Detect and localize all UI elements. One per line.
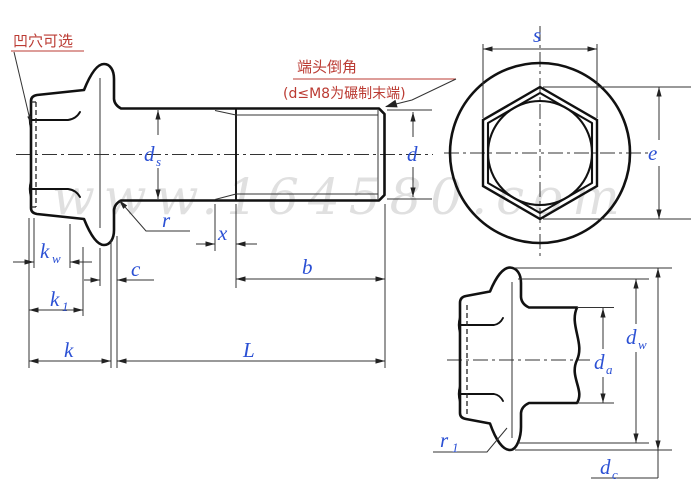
watermark-text: www.164580.com — [52, 168, 629, 226]
dim-label-kw-sub: w — [52, 251, 61, 266]
dim-L: L — [117, 338, 385, 364]
dim-label-e: e — [648, 141, 657, 165]
dim-label-ds-sub: s — [156, 154, 161, 169]
dim-da: d a — [594, 308, 613, 403]
dim-label-r1: r — [440, 428, 449, 452]
side-view-extension-lines — [28, 109, 432, 368]
dim-label-r1-sub: 1 — [452, 440, 459, 455]
dim-label-c: c — [131, 257, 141, 281]
dim-label-L: L — [242, 338, 255, 362]
dim-label-s: s — [533, 23, 541, 47]
flange-circle — [448, 61, 632, 245]
dim-x: x — [196, 221, 257, 247]
dim-r1: r 1 — [433, 427, 508, 455]
recess-leader-line — [13, 51, 32, 125]
dim-label-da: d — [594, 350, 605, 374]
dim-dc: d c — [591, 268, 661, 482]
dim-b: b — [236, 255, 385, 282]
dim-label-da-sub: a — [606, 362, 613, 377]
dim-c: c — [84, 257, 154, 283]
chamfer-annotation: 端头倒角 (d≤M8为碾制末端) — [283, 58, 457, 108]
dim-label-r: r — [162, 208, 171, 232]
dim-label-k1-sub: 1 — [62, 299, 69, 314]
end-view: s e — [444, 23, 691, 259]
hex-facet-lines — [30, 111, 81, 198]
end-view-extension-lines — [482, 44, 691, 220]
hexagon-chamfer — [486, 91, 594, 215]
dim-label-b: b — [302, 255, 313, 279]
dim-dw: d w — [626, 279, 647, 443]
hexagon-outer — [481, 85, 599, 221]
dim-k: k — [29, 338, 111, 364]
chamfer-note-line2: (d≤M8为碾制末端) — [283, 86, 406, 102]
detail-outline — [458, 266, 581, 452]
dim-label-dw-sub: w — [638, 337, 647, 352]
recess-annotation: 凹穴可选 — [11, 32, 84, 125]
dim-kw: k w — [13, 239, 92, 266]
inscribed-circle — [486, 99, 594, 207]
dim-r: r — [118, 199, 190, 232]
dim-label-k1: k — [50, 287, 60, 311]
bolt-outline — [29, 62, 386, 247]
dim-label-d: d — [407, 142, 418, 166]
detail-facet-lines — [459, 317, 504, 402]
dim-ds: d s — [144, 110, 161, 199]
dim-s: s — [483, 23, 597, 52]
detail-corner-arcs — [457, 316, 461, 403]
dim-label-dw: d — [626, 325, 637, 349]
flange-detail-view: d a d w d c r 1 — [433, 266, 672, 482]
side-view: d s d r x b c — [11, 32, 457, 368]
dim-d: d — [407, 112, 418, 197]
dim-k1: k 1 — [29, 287, 83, 314]
dim-label-kw: k — [40, 239, 50, 263]
dim-label-ds: d — [144, 142, 155, 166]
thread-root-lines — [214, 110, 378, 200]
dim-label-k: k — [64, 338, 74, 362]
dim-label-dc: d — [600, 455, 611, 479]
recess-note-text: 凹穴可选 — [13, 32, 73, 50]
dim-label-x: x — [217, 221, 228, 245]
detail-extension-lines — [515, 267, 672, 451]
chamfer-note-line1: 端头倒角 — [297, 58, 357, 76]
recess-dashed-line — [31, 101, 37, 208]
dim-label-dc-sub: c — [612, 467, 618, 482]
dim-e: e — [648, 87, 662, 219]
